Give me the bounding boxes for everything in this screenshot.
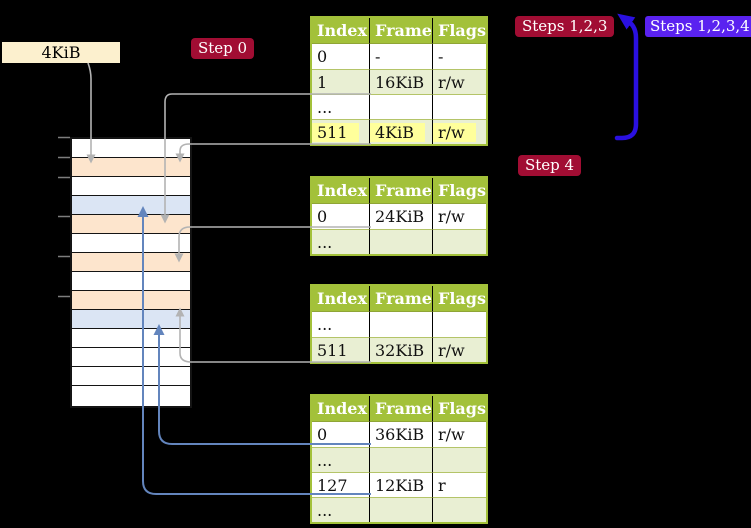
table-cell: r/w: [431, 337, 486, 362]
badge-steps-1-2-3: Steps 1,2,3: [515, 16, 615, 37]
memory-frame-row-peach: [72, 215, 190, 234]
memory-frame-row-peach: [72, 291, 190, 310]
memory-frame-row-free: [72, 234, 190, 253]
arrow-steps-loop: [614, 13, 639, 141]
column-header-index: Index: [312, 178, 369, 204]
column-header-frame: Frame: [369, 178, 432, 204]
badge-steps-1-2-3-4: Steps 1,2,3,4: [645, 16, 751, 37]
table-cell: -: [369, 44, 432, 69]
column-header-frame: Frame: [369, 18, 432, 44]
table-cell: 36KiB: [369, 422, 432, 447]
table-cell: r/w: [431, 119, 486, 144]
table-cell: ...: [312, 229, 369, 254]
table-row: ...: [312, 447, 486, 472]
table-cell: ...: [312, 497, 369, 522]
column-header-frame: Frame: [369, 286, 432, 312]
badge-step-0: Step 0: [191, 38, 255, 59]
table-cell: [369, 447, 432, 472]
memory-frame-row-free: [72, 139, 190, 158]
table-cell: ...: [312, 447, 369, 472]
table-cell: 1: [312, 69, 369, 94]
column-header-flags: Flags: [431, 18, 486, 44]
column-header-frame: Frame: [369, 396, 432, 422]
table-cell: ...: [312, 94, 369, 119]
table-cell: 0: [312, 44, 369, 69]
column-header-flags: Flags: [431, 396, 486, 422]
memory-frame-row-free: [72, 329, 190, 348]
table-row: ...: [312, 312, 486, 337]
table-cell: 24KiB: [369, 204, 432, 229]
memory-frame-row-free: [72, 348, 190, 367]
table-cell: 127: [312, 472, 369, 497]
table-cell: 0: [312, 204, 369, 229]
memory-tick-marks: [58, 136, 70, 298]
table-cell: [431, 447, 486, 472]
table-cell: [431, 229, 486, 254]
table-cell: [369, 497, 432, 522]
table-cell: 511: [312, 337, 369, 362]
memory-frame-row-blue: [72, 196, 190, 215]
table-cell: 16KiB: [369, 69, 432, 94]
table-cell: [431, 497, 486, 522]
table-cell: ...: [312, 312, 369, 337]
memory-frame-row-peach: [72, 253, 190, 272]
table-cell: r/w: [431, 204, 486, 229]
badge-step-4: Step 4: [518, 155, 582, 176]
memory-frame-row-free: [72, 386, 190, 406]
table-cell: [369, 312, 432, 337]
column-header-index: Index: [312, 396, 369, 422]
table-row: 0--: [312, 44, 486, 69]
table-cell: [431, 94, 486, 119]
table-cell: -: [431, 44, 486, 69]
memory-frame-row-peach: [72, 158, 190, 177]
table-row: ...: [312, 94, 486, 119]
table-cell: r/w: [431, 69, 486, 94]
memory-frame-row-free: [72, 272, 190, 291]
page-size-label: 4KiB: [2, 42, 120, 63]
table-cell: [369, 94, 432, 119]
table-cell: r: [431, 472, 486, 497]
table-cell: 12KiB: [369, 472, 432, 497]
table-cell: r/w: [431, 422, 486, 447]
table-cell: [431, 312, 486, 337]
memory-column: [70, 137, 192, 408]
memory-frame-row-blue: [72, 310, 190, 329]
table-cell: 32KiB: [369, 337, 432, 362]
table-row: ...: [312, 497, 486, 522]
table-cell: 511: [312, 119, 369, 144]
column-header-flags: Flags: [431, 286, 486, 312]
column-header-flags: Flags: [431, 178, 486, 204]
column-header-index: Index: [312, 18, 369, 44]
table-cell: 4KiB: [369, 119, 432, 144]
memory-frame-row-free: [72, 367, 190, 386]
column-header-index: Index: [312, 286, 369, 312]
table-cell: 0: [312, 422, 369, 447]
table-cell: [369, 229, 432, 254]
memory-frame-row-free: [72, 177, 190, 196]
table-row: ...: [312, 229, 486, 254]
